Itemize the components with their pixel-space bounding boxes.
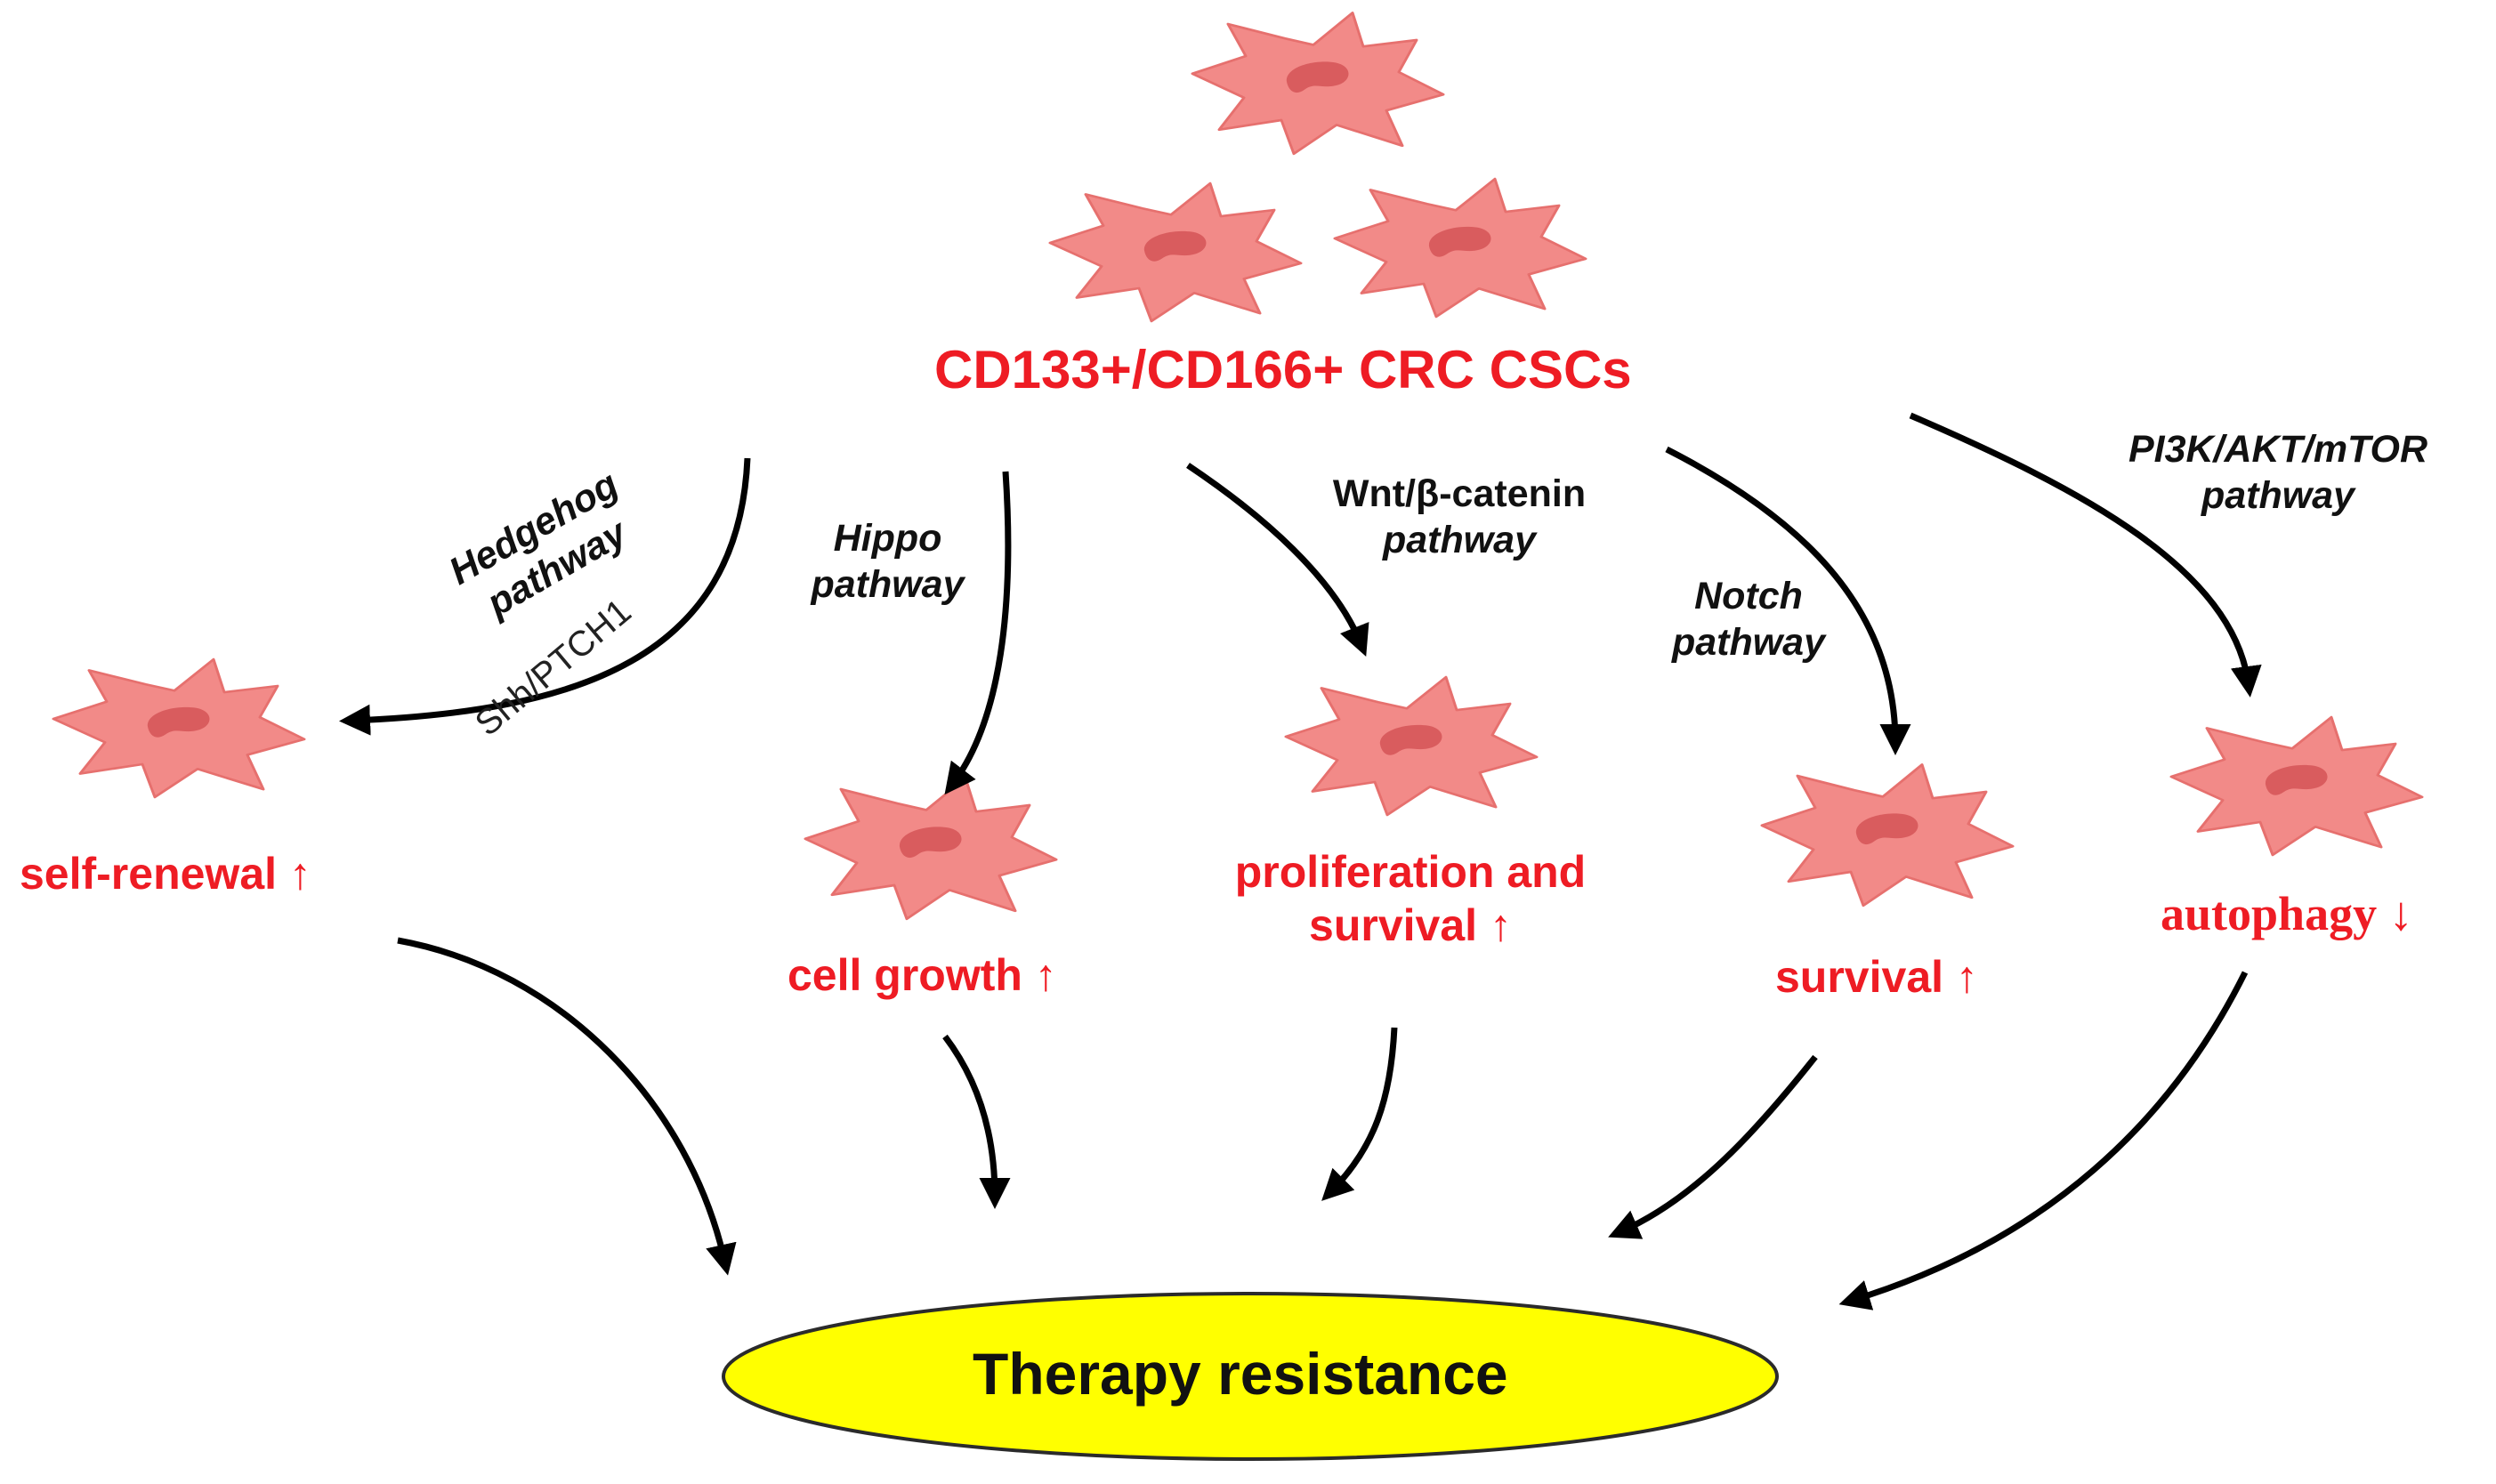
notch-outcome-cell: [1760, 762, 2015, 907]
notch-arrow: [1665, 446, 1911, 755]
proliferation-to-resistance-arrow: [1321, 1027, 1398, 1201]
survival-to-resistance-arrow: [1608, 1054, 1818, 1239]
pi3k-arrow: [1909, 412, 2262, 698]
hippo-arrow: [944, 471, 1012, 795]
hedgehog-outcome-cell: [52, 657, 306, 799]
wnt-arrow: [1186, 463, 1369, 657]
wnt-outcome-cell: [1284, 675, 1539, 817]
therapy-resistance-label: Therapy resistance: [973, 1341, 1508, 1407]
survival-outcome: survival ↑: [1775, 952, 1978, 1002]
cell-growth-outcome: cell growth ↑: [788, 950, 1057, 1000]
csc-cell-top: [1191, 11, 1445, 156]
self-renewal-outcome: self-renewal ↑: [20, 849, 311, 899]
therapy-resistance-ellipse: [722, 1292, 1779, 1461]
csc-title: CD133+/CD166+ CRC CSCs: [934, 340, 1632, 399]
hedgehog-arrow: [339, 457, 751, 736]
pi3k-pathway-label: PI3K/AKT/mTOR pathway: [2128, 428, 2428, 517]
wnt-pathway-label: Wnt/β-catenin pathway: [1332, 472, 1587, 561]
cell-growth-to-resistance-arrow: [942, 1034, 1011, 1209]
proliferation-survival-outcome: proliferation and survival ↑: [1234, 847, 1587, 950]
pi3k-outcome-cell: [2169, 715, 2424, 857]
autophagy-to-resistance-arrow: [1838, 971, 2249, 1311]
csc-cell-left: [1048, 181, 1303, 323]
hippo-outcome-cell: [804, 776, 1058, 921]
hippo-pathway-label: Hippo pathway: [811, 517, 965, 606]
self-renewal-to-resistance-arrow: [397, 937, 737, 1276]
csc-cell-right: [1333, 177, 1587, 319]
notch-pathway-label: Notch pathway: [1671, 575, 1826, 664]
autophagy-outcome: autophagy ↓: [2161, 887, 2413, 940]
